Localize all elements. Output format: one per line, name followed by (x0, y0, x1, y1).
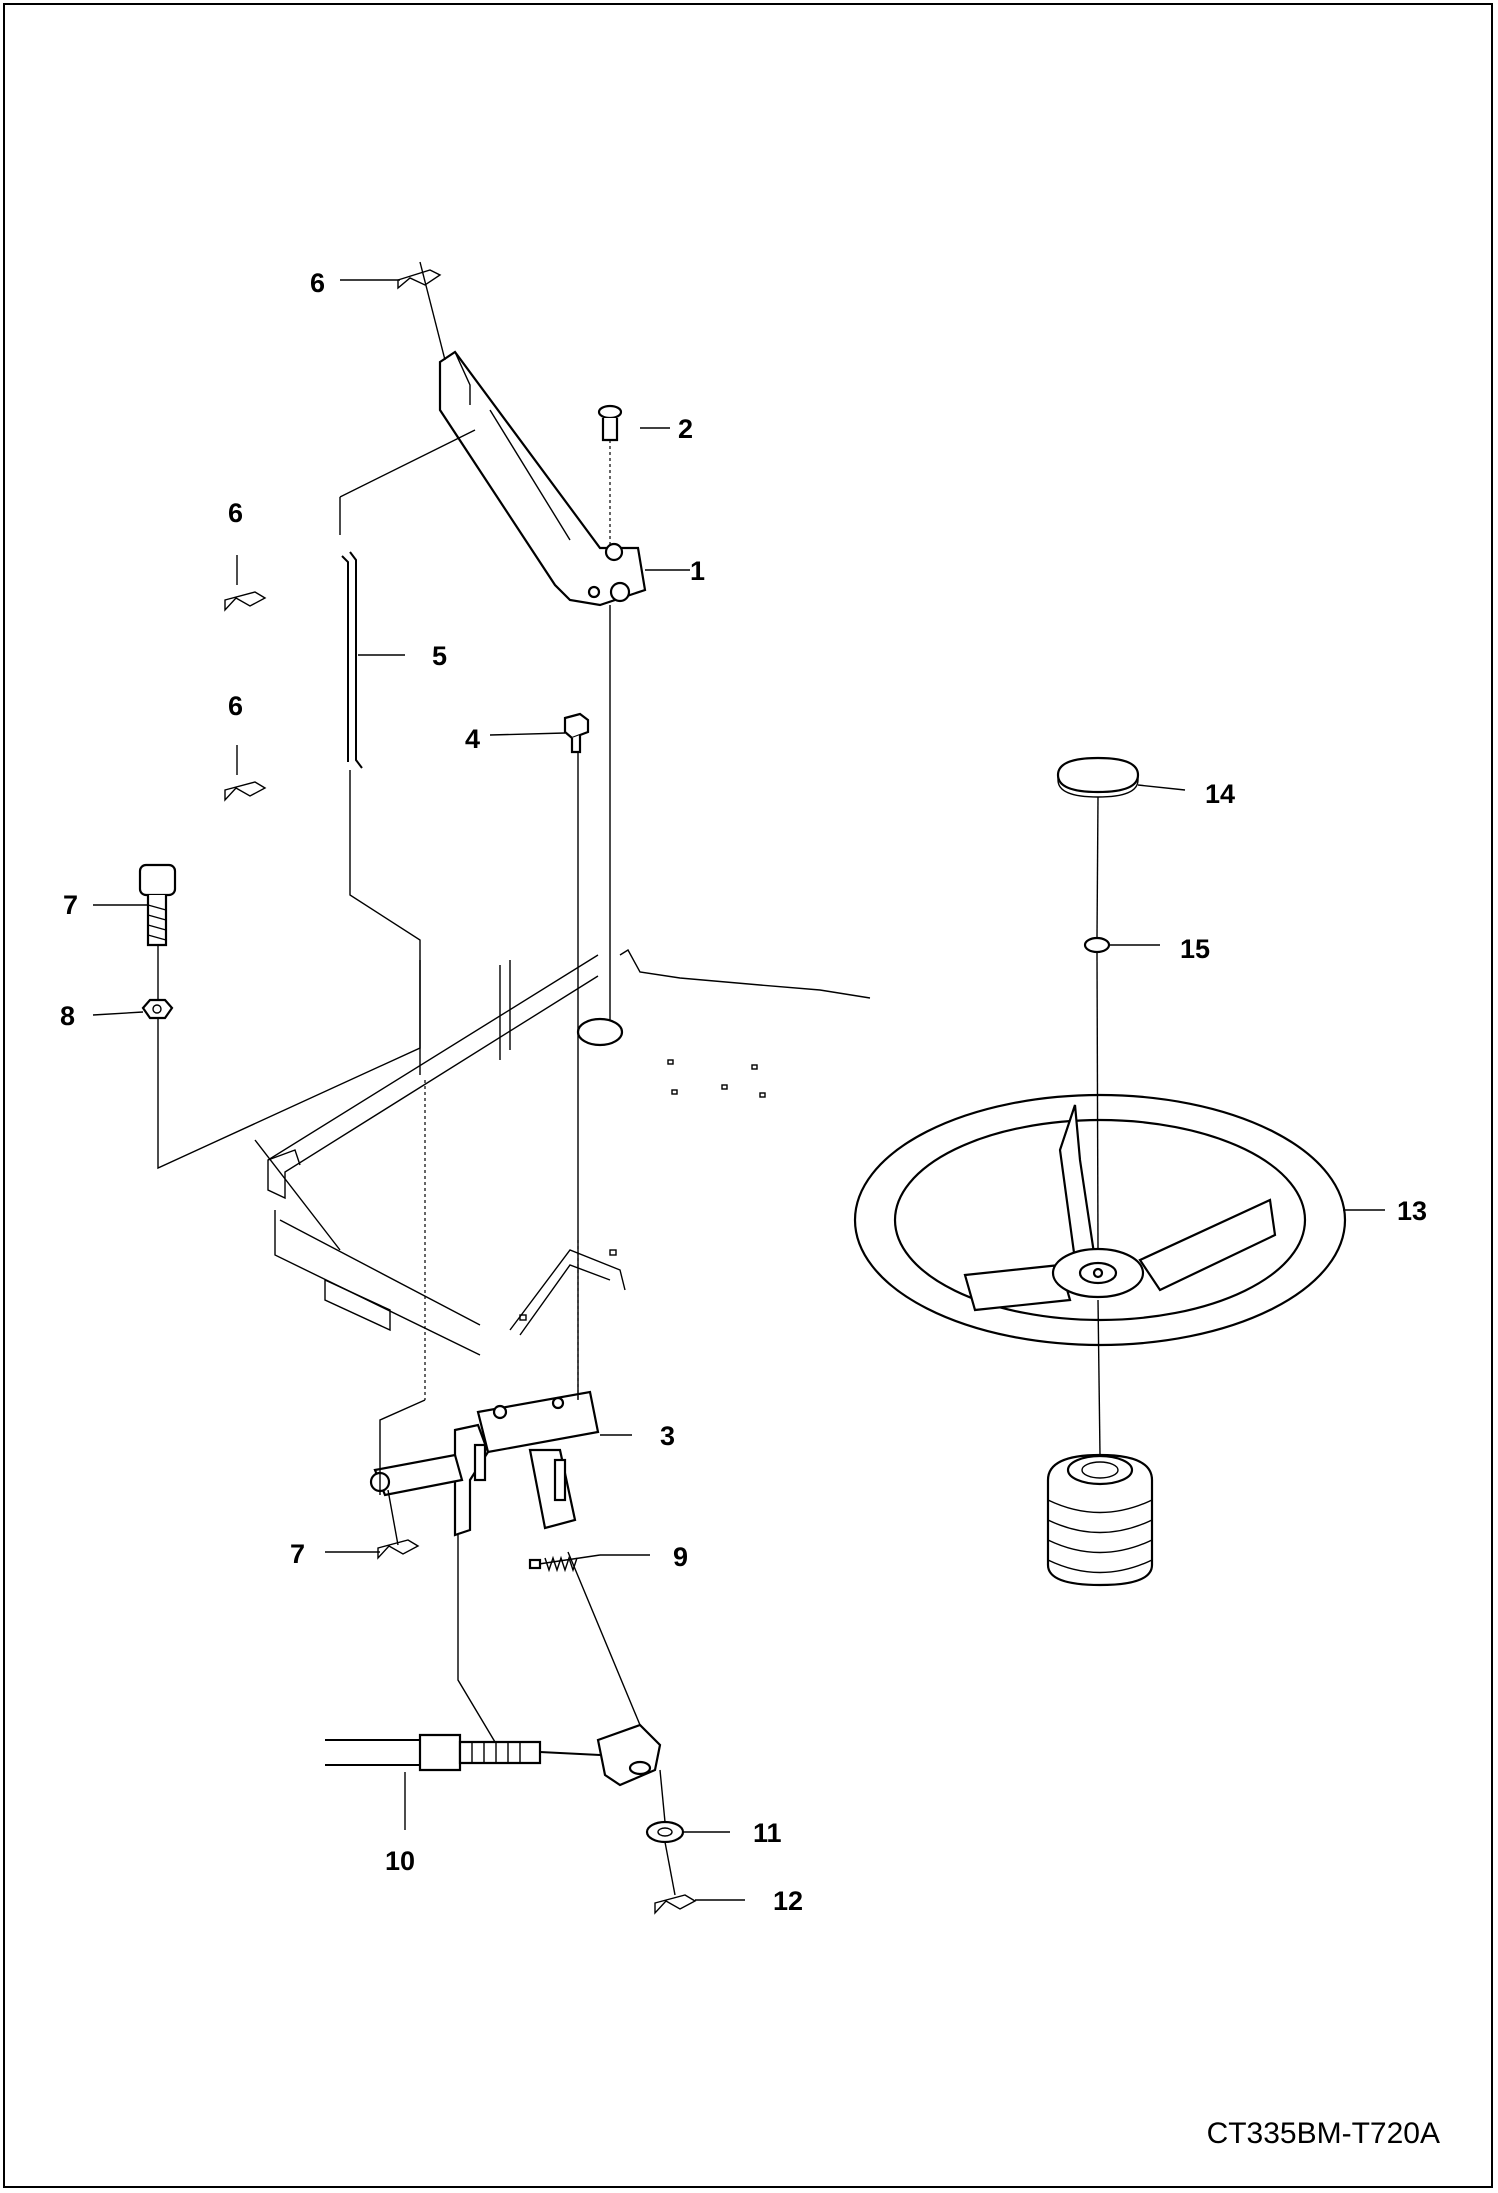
leader-lines (92, 279, 1385, 1901)
hair-pin-clip-6-mid (224, 591, 267, 612)
callout-14: 14 (1205, 779, 1235, 809)
callout-3: 3 (660, 1421, 675, 1451)
callout-6-low: 6 (228, 691, 243, 721)
hair-pin-clip-6-low (224, 781, 267, 802)
callout-labels: 1 2 3 4 5 6 6 6 7 7 8 9 10 11 12 13 14 1… (60, 268, 1427, 1916)
control-cable (325, 1723, 662, 1787)
column-boot (1046, 1453, 1154, 1587)
pivot-bolt (563, 712, 590, 754)
callout-15: 15 (1180, 934, 1210, 964)
callout-8: 8 (60, 1001, 75, 1031)
callout-11: 11 (753, 1818, 782, 1848)
callout-1: 1 (690, 556, 705, 586)
assembly-lines (157, 261, 1101, 1896)
steering-cap (1056, 756, 1140, 798)
callout-13: 13 (1397, 1196, 1427, 1226)
link-rod (341, 551, 363, 769)
callout-4: 4 (465, 724, 480, 754)
drawing-id: CT335BM-T720A (1207, 2117, 1440, 2150)
hair-pin-clip-12 (654, 1894, 697, 1915)
hair-pin-clip-6-top (397, 269, 442, 290)
callout-9: 9 (673, 1542, 688, 1572)
callout-6-top: 6 (310, 268, 325, 298)
hex-nut (141, 998, 174, 1020)
pedal-arm (438, 350, 647, 607)
callout-6-mid: 6 (228, 498, 243, 528)
floor-panel (254, 949, 871, 1356)
callout-2: 2 (678, 414, 693, 444)
wheel-washer (1083, 936, 1111, 954)
callout-7-bottom: 7 (290, 1539, 305, 1569)
mounting-holes (667, 1059, 766, 1098)
washer (645, 1820, 685, 1844)
steering-wheel (853, 1093, 1347, 1347)
column-boss (576, 1017, 624, 1047)
return-spring (528, 1554, 601, 1573)
cap-bolt (138, 863, 177, 947)
hair-pin-clip-7 (377, 1539, 420, 1560)
pedal-bracket (369, 1390, 600, 1537)
callout-12: 12 (773, 1886, 803, 1916)
arm-bolt (597, 404, 623, 548)
callout-10: 10 (385, 1846, 415, 1876)
callout-5: 5 (432, 641, 447, 671)
callout-7-top: 7 (63, 890, 78, 920)
drawing-frame (3, 3, 1493, 2188)
